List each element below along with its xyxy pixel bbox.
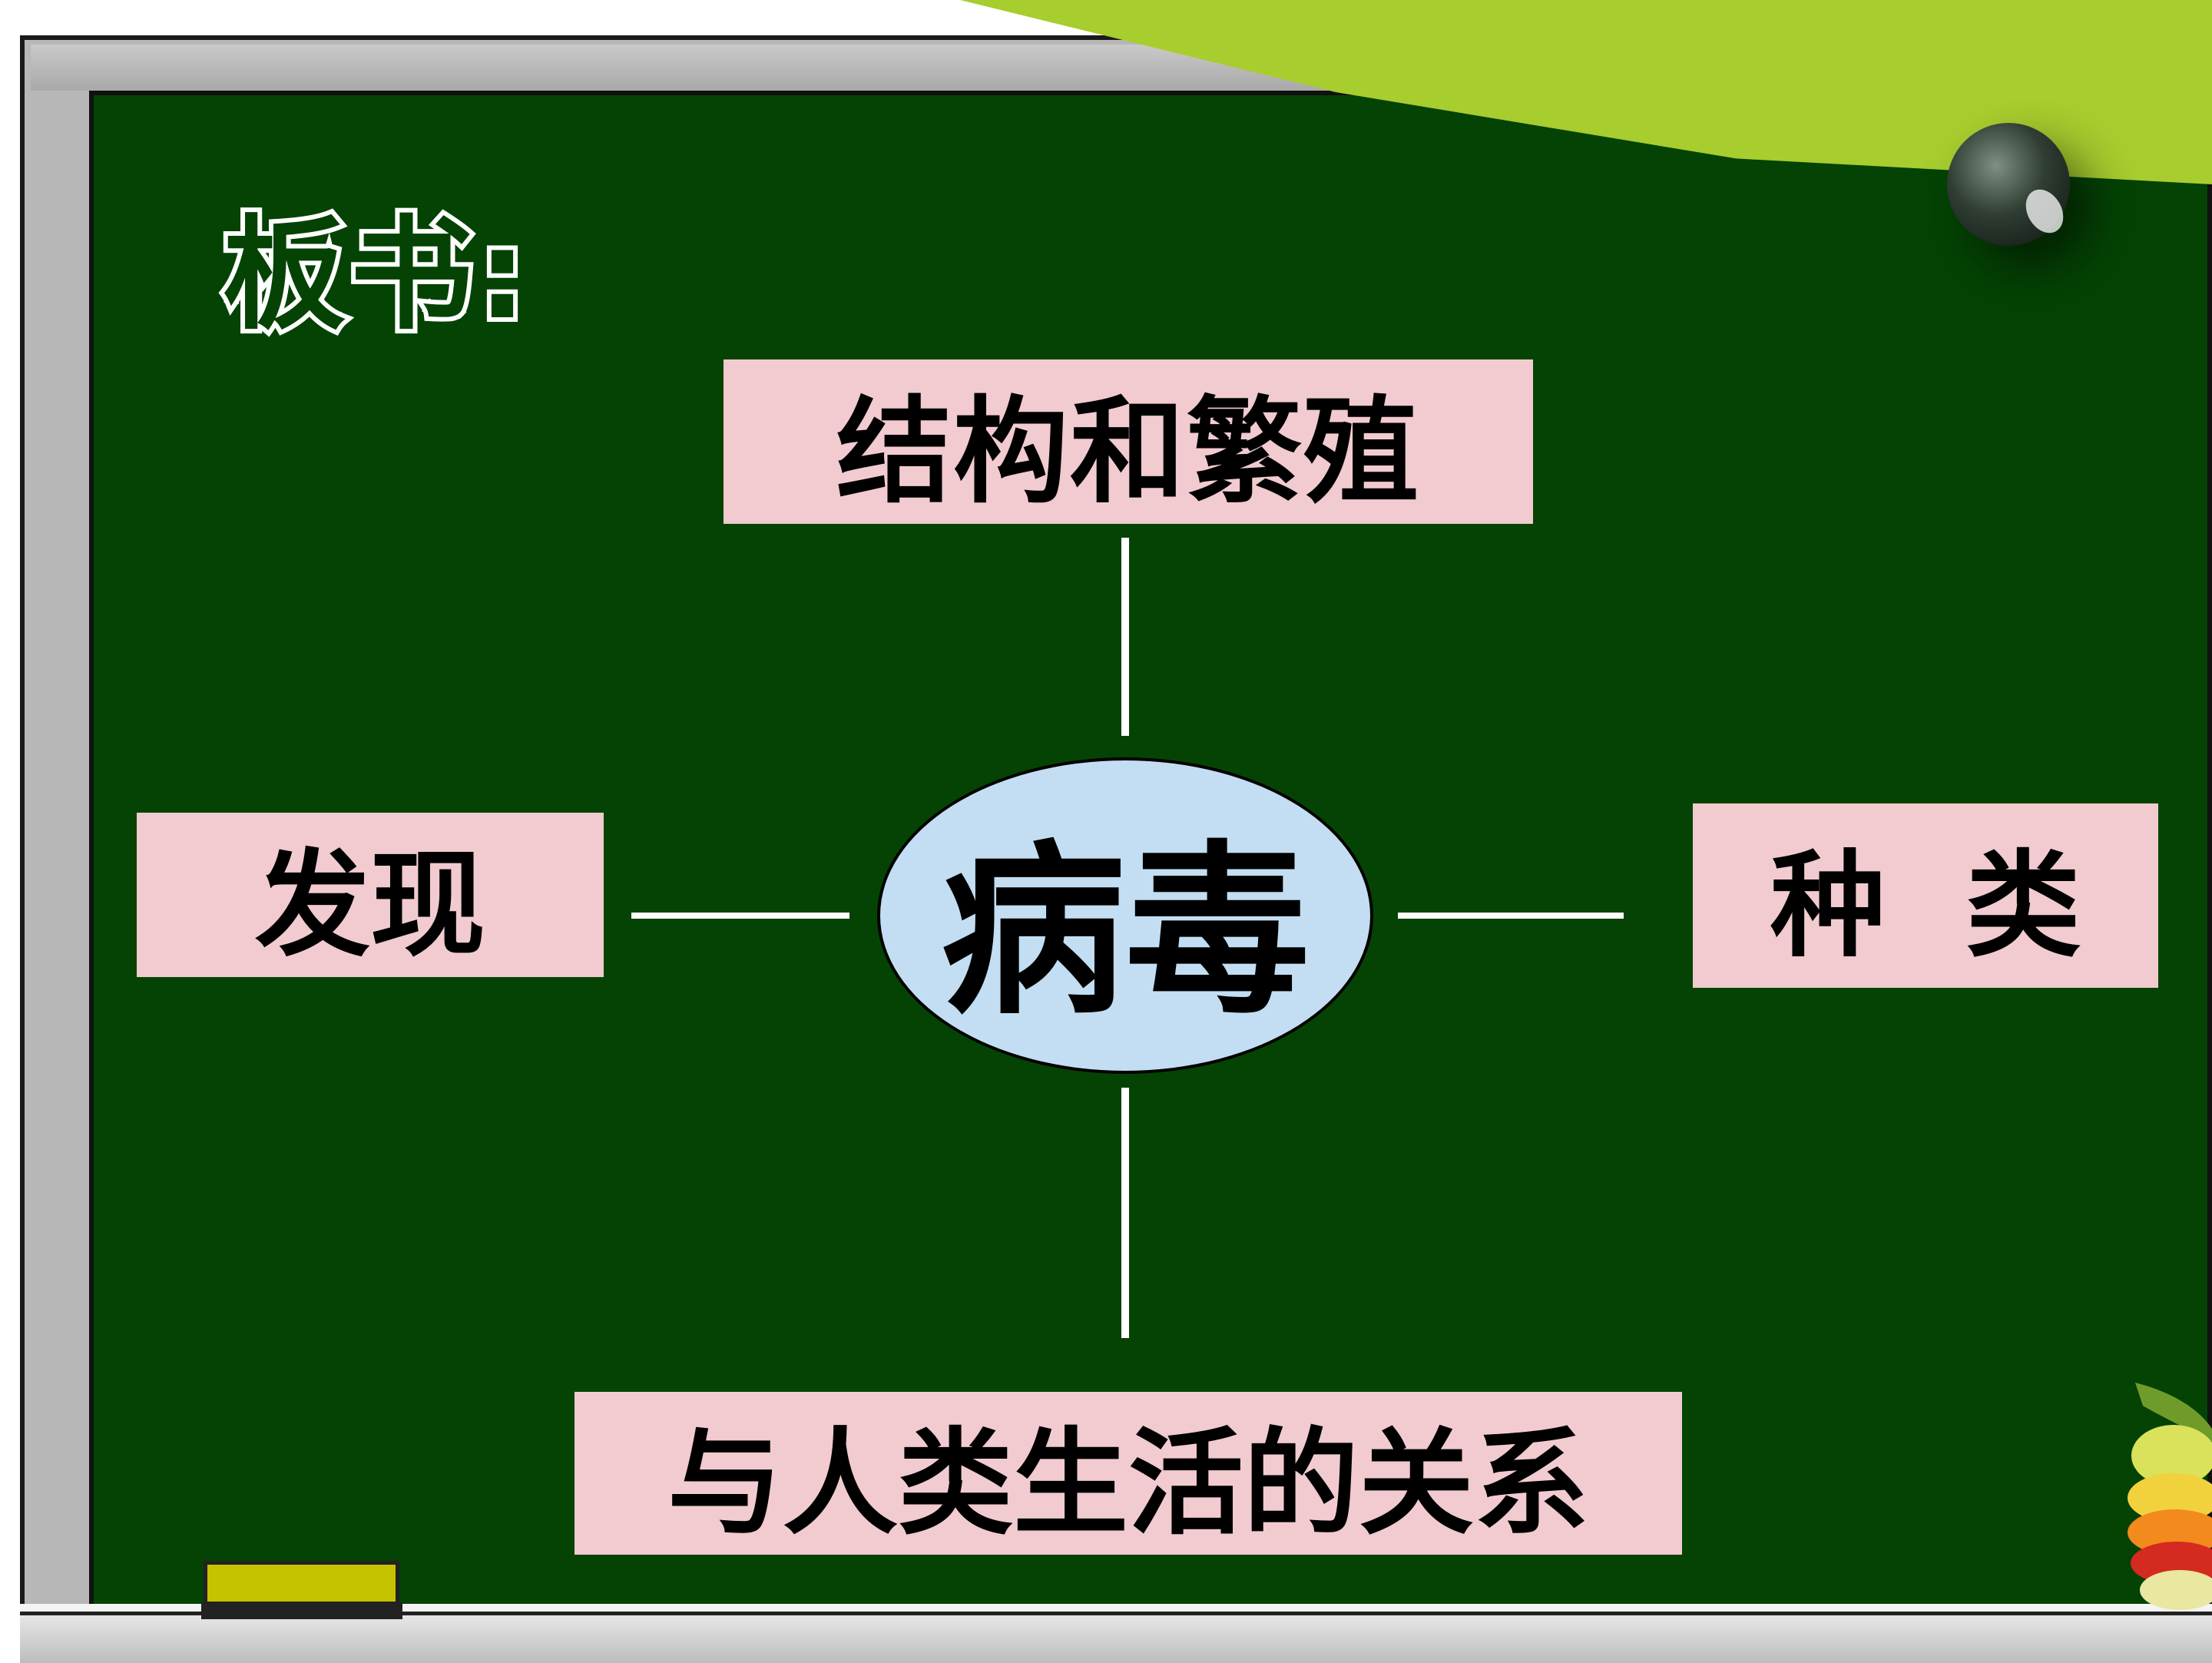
branch-structure-reproduction: 结构和繁殖 (724, 359, 1533, 524)
branch-human-relation: 与人类生活的关系 (575, 1392, 1682, 1555)
chalk-tray (20, 1612, 2212, 1663)
connector-left (631, 913, 849, 919)
page-title: 板书: (218, 198, 531, 351)
central-topic: 病毒 (877, 757, 1373, 1074)
fruit-slices-icon (2128, 1383, 2212, 1610)
branch-types: 种 类 (1693, 803, 2158, 988)
connector-top (1121, 538, 1129, 736)
branch-discovery: 发现 (137, 813, 604, 977)
connector-right (1398, 913, 1624, 919)
eraser-base (201, 1602, 402, 1619)
eraser-icon (204, 1561, 399, 1605)
connector-bottom (1121, 1088, 1129, 1338)
